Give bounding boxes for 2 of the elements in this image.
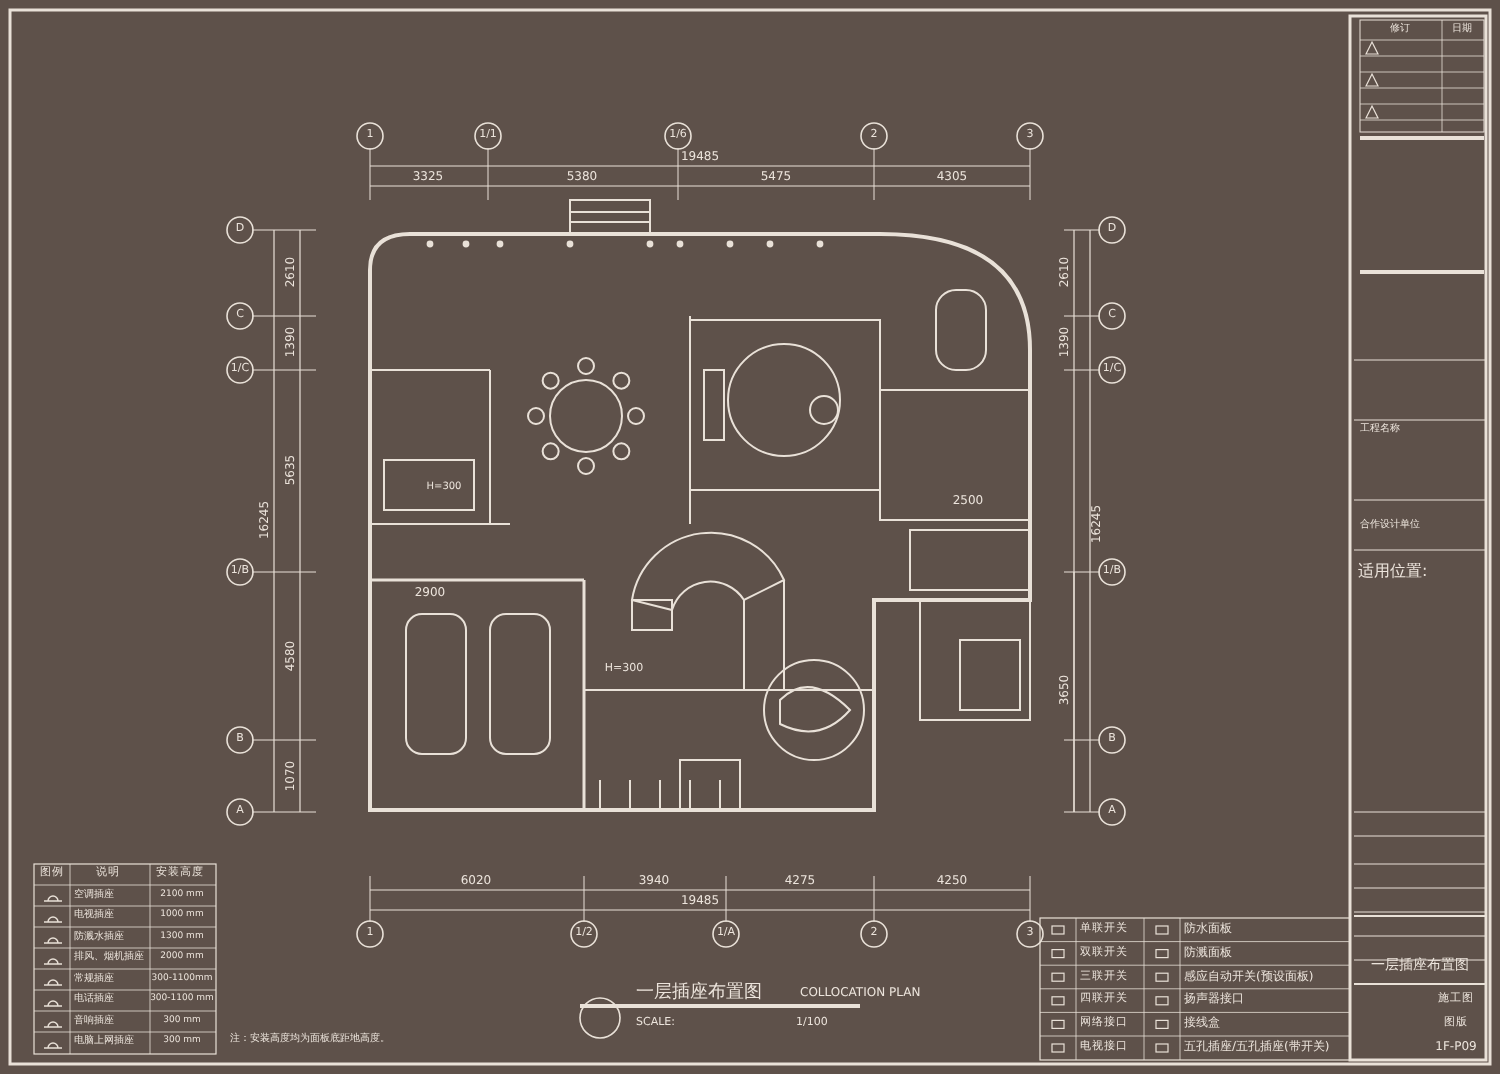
field-label: 适用位置: xyxy=(1358,564,1428,580)
plan-title: 一层插座布置图 xyxy=(636,985,762,1003)
